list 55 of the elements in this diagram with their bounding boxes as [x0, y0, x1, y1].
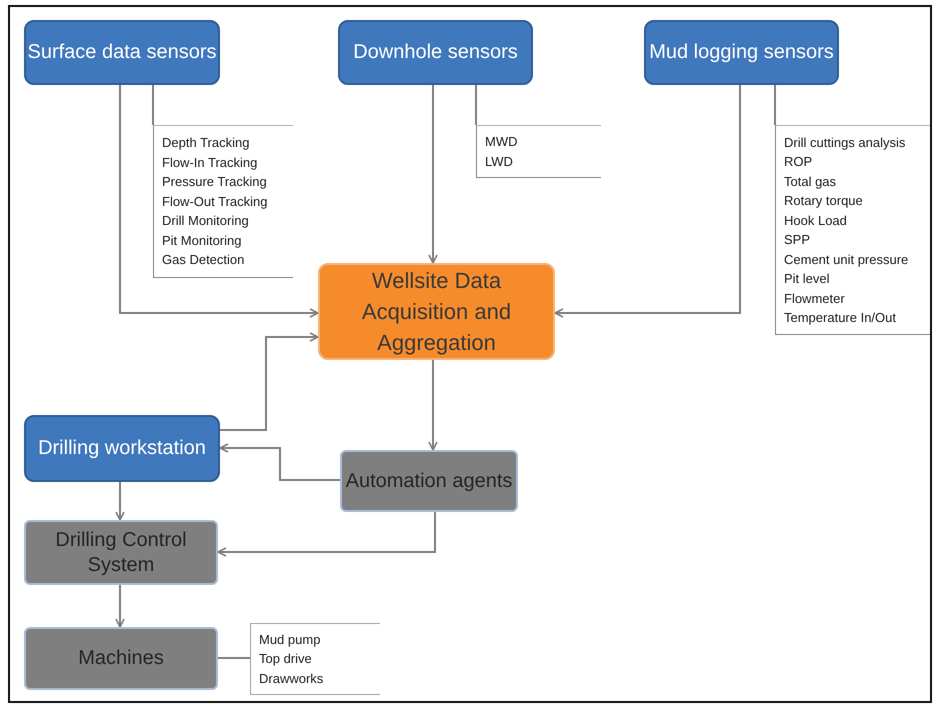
list-item: SPP — [784, 231, 810, 249]
list-item: Pit Monitoring — [162, 232, 242, 250]
list-item: Mud pump — [259, 630, 320, 649]
arrow — [428, 360, 438, 451]
list-item: Total gas — [784, 172, 836, 191]
box-label: Mud logging sensors — [649, 40, 834, 65]
box-label: Automation agents — [346, 468, 512, 494]
process-box — [24, 20, 220, 85]
arrow — [220, 332, 319, 431]
list-item: Gas Detection — [162, 251, 244, 270]
list-item: Depth Tracking — [162, 134, 250, 152]
arrow — [115, 482, 125, 521]
process-box — [338, 20, 533, 85]
arrow — [119, 85, 319, 318]
box-label: Machines — [78, 646, 164, 671]
list-item: Cement unit pressure — [784, 250, 908, 269]
arrow — [554, 85, 741, 318]
list-item: Rotary torque — [784, 192, 863, 210]
bracket-list — [775, 125, 930, 335]
list-item: Top drive — [259, 650, 312, 668]
bracket-list — [250, 623, 380, 695]
process-box — [318, 263, 555, 360]
process-box — [24, 627, 218, 690]
list-item: Pit level — [784, 270, 830, 288]
box-label: Downhole sensors — [353, 40, 518, 65]
list-item: Drill cuttings analysis — [784, 134, 906, 152]
arrow — [219, 443, 340, 481]
list-item: Drawworks — [259, 670, 324, 688]
arrow — [115, 585, 125, 628]
connector-line — [475, 85, 477, 125]
list-item: Flow-Out Tracking — [162, 192, 268, 211]
arrow — [428, 85, 438, 264]
list-item: Flowmeter — [784, 290, 845, 308]
box-label: Surface data sensors — [28, 40, 216, 65]
process-box — [24, 520, 218, 585]
box-label: Wellsite Data Acquisition and Aggregation — [360, 267, 512, 357]
list-item: LWD — [485, 152, 513, 170]
list-item: Drill Monitoring — [162, 212, 249, 230]
process-box — [644, 20, 839, 85]
box-label: Drilling workstation — [38, 436, 206, 461]
connector-line — [218, 657, 250, 659]
list-item: ROP — [784, 153, 812, 171]
list-item: MWD — [485, 133, 518, 151]
process-box — [340, 450, 518, 512]
bracket-list — [153, 125, 293, 278]
connector-line — [774, 85, 776, 125]
arrow — [217, 512, 436, 557]
process-box — [24, 415, 220, 482]
box-label: Drilling Control System — [54, 528, 188, 578]
bracket-list — [476, 125, 601, 178]
list-item: Flow-In Tracking — [162, 154, 258, 172]
list-item: Hook Load — [784, 212, 847, 230]
list-item: Pressure Tracking — [162, 173, 267, 192]
list-item: Temperature In/Out — [784, 309, 896, 327]
connector-line — [152, 85, 154, 125]
